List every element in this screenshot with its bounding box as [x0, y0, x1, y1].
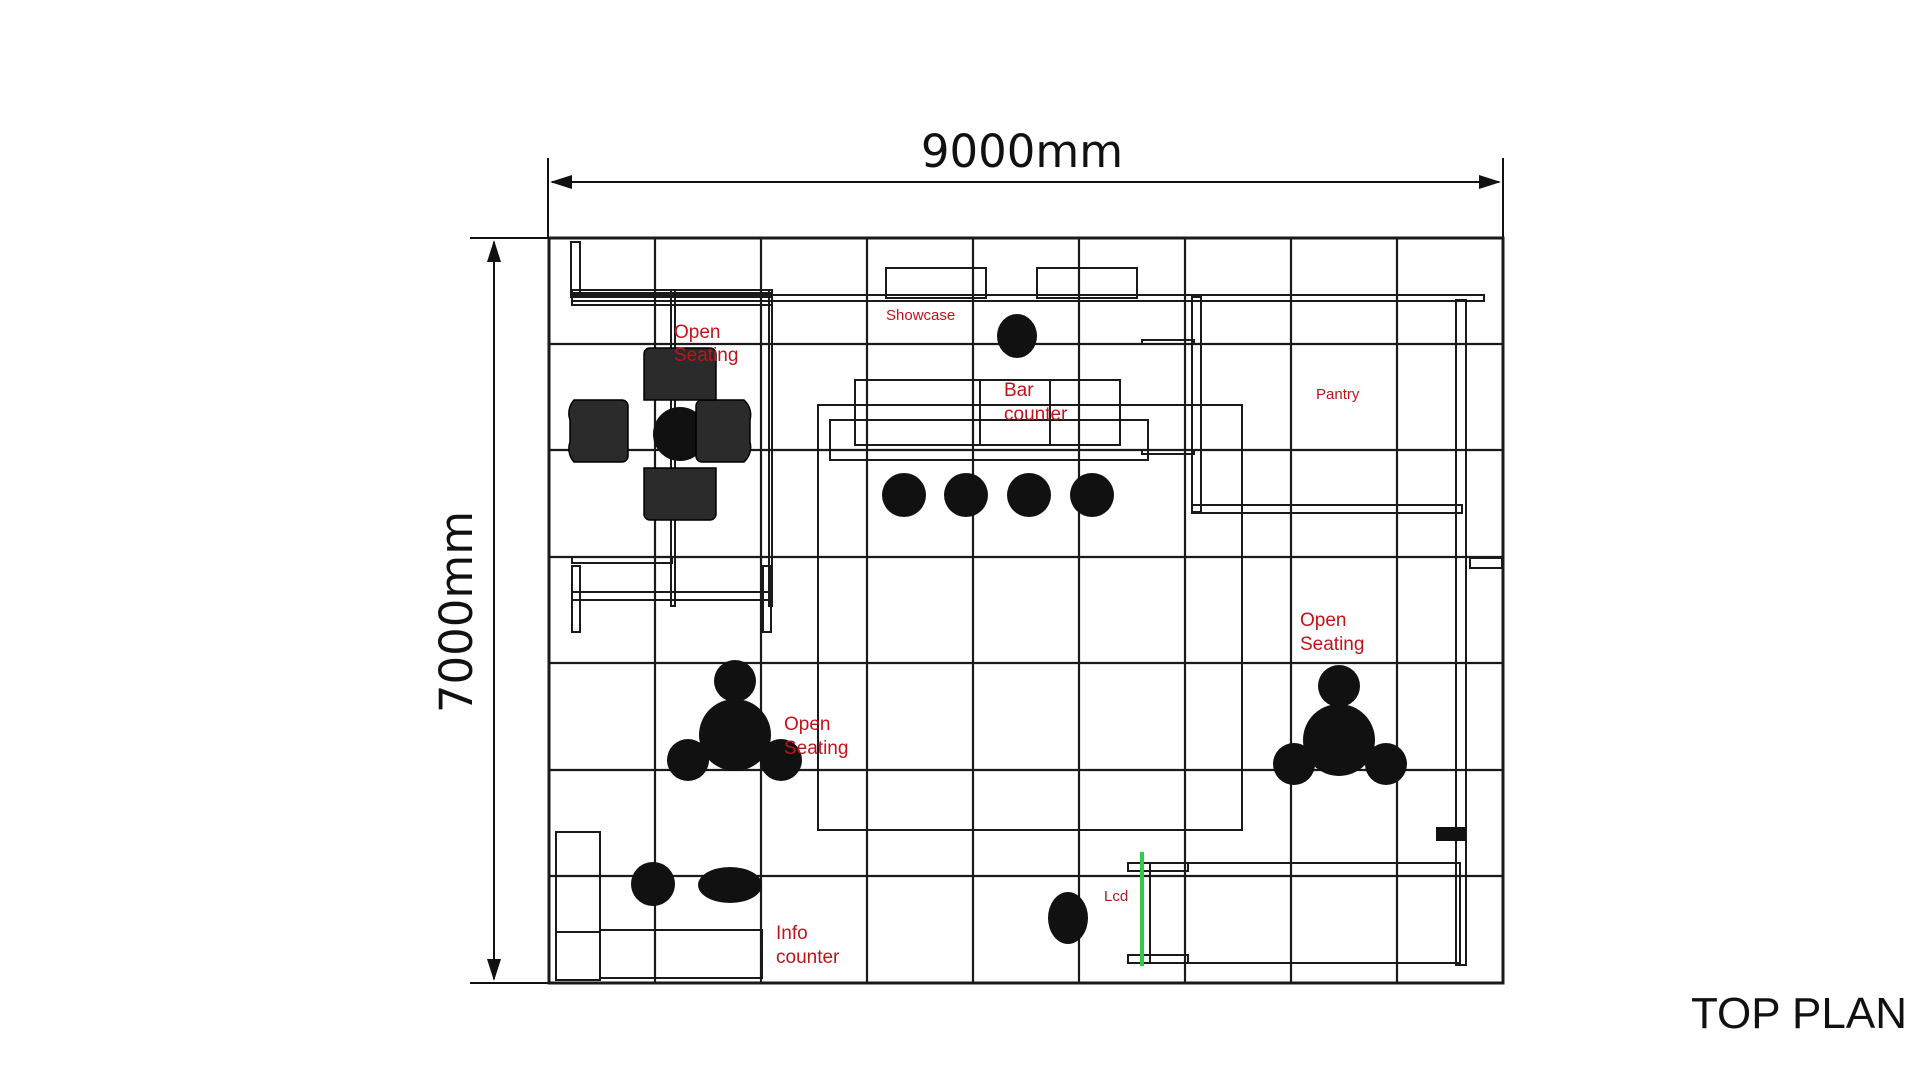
open-seating-label-line1: Open	[1300, 610, 1346, 631]
stool	[631, 862, 675, 906]
width-dimension: 9000mm	[547, 125, 1504, 238]
depth-dimension-label: 7000mm	[430, 511, 483, 713]
person-figure	[997, 314, 1037, 358]
drawing-title: TOP PLAN	[1691, 989, 1907, 1038]
open-seating-label-line1: Open	[674, 322, 720, 343]
bar-counter: Bar counter	[829, 379, 1149, 461]
width-dimension-label: 9000mm	[921, 125, 1123, 178]
stool	[1365, 743, 1407, 785]
table-round	[1303, 704, 1375, 776]
seating-group-center-left: Open Seating	[667, 660, 848, 781]
showcase-label: Showcase	[886, 307, 955, 324]
bar-stools	[882, 473, 1114, 517]
info-counter: Info counter	[555, 831, 840, 981]
depth-dimension: 7000mm	[430, 237, 548, 984]
seating-group-top-left: Open Seating	[568, 322, 752, 521]
bar-stool	[944, 473, 988, 517]
central-platform	[817, 404, 1243, 831]
stool	[1318, 665, 1360, 707]
person-figure	[698, 867, 762, 903]
bar-counter-label-line1: Bar	[1004, 380, 1034, 401]
info-counter-label-line2: counter	[776, 947, 840, 968]
bar-stool	[1007, 473, 1051, 517]
stool	[667, 739, 709, 781]
bar-stool	[882, 473, 926, 517]
pantry-label: Pantry	[1316, 386, 1360, 403]
open-seating-label-line2: Seating	[1300, 634, 1364, 655]
armchair	[643, 467, 717, 521]
stool	[714, 660, 756, 702]
armchair	[568, 399, 629, 463]
seating-group-right: Open Seating	[1273, 610, 1407, 785]
table-round	[653, 407, 707, 461]
bar-stool	[1070, 473, 1114, 517]
info-counter-label-line1: Info	[776, 923, 808, 944]
showcase-units: Showcase	[885, 267, 1138, 324]
open-seating-label-line2: Seating	[784, 738, 848, 759]
table-round	[699, 699, 771, 771]
open-seating-label-line1: Open	[784, 714, 830, 735]
armchair	[643, 347, 717, 401]
stool	[760, 739, 802, 781]
open-seating-label-line2: Seating	[674, 345, 738, 366]
armchair	[695, 399, 752, 463]
person-figure	[1048, 892, 1088, 944]
bar-counter-label-line2: counter	[1004, 404, 1068, 425]
stool	[1273, 743, 1315, 785]
lcd-label: Lcd	[1104, 888, 1128, 905]
lcd-wall: Lcd	[1048, 852, 1461, 966]
